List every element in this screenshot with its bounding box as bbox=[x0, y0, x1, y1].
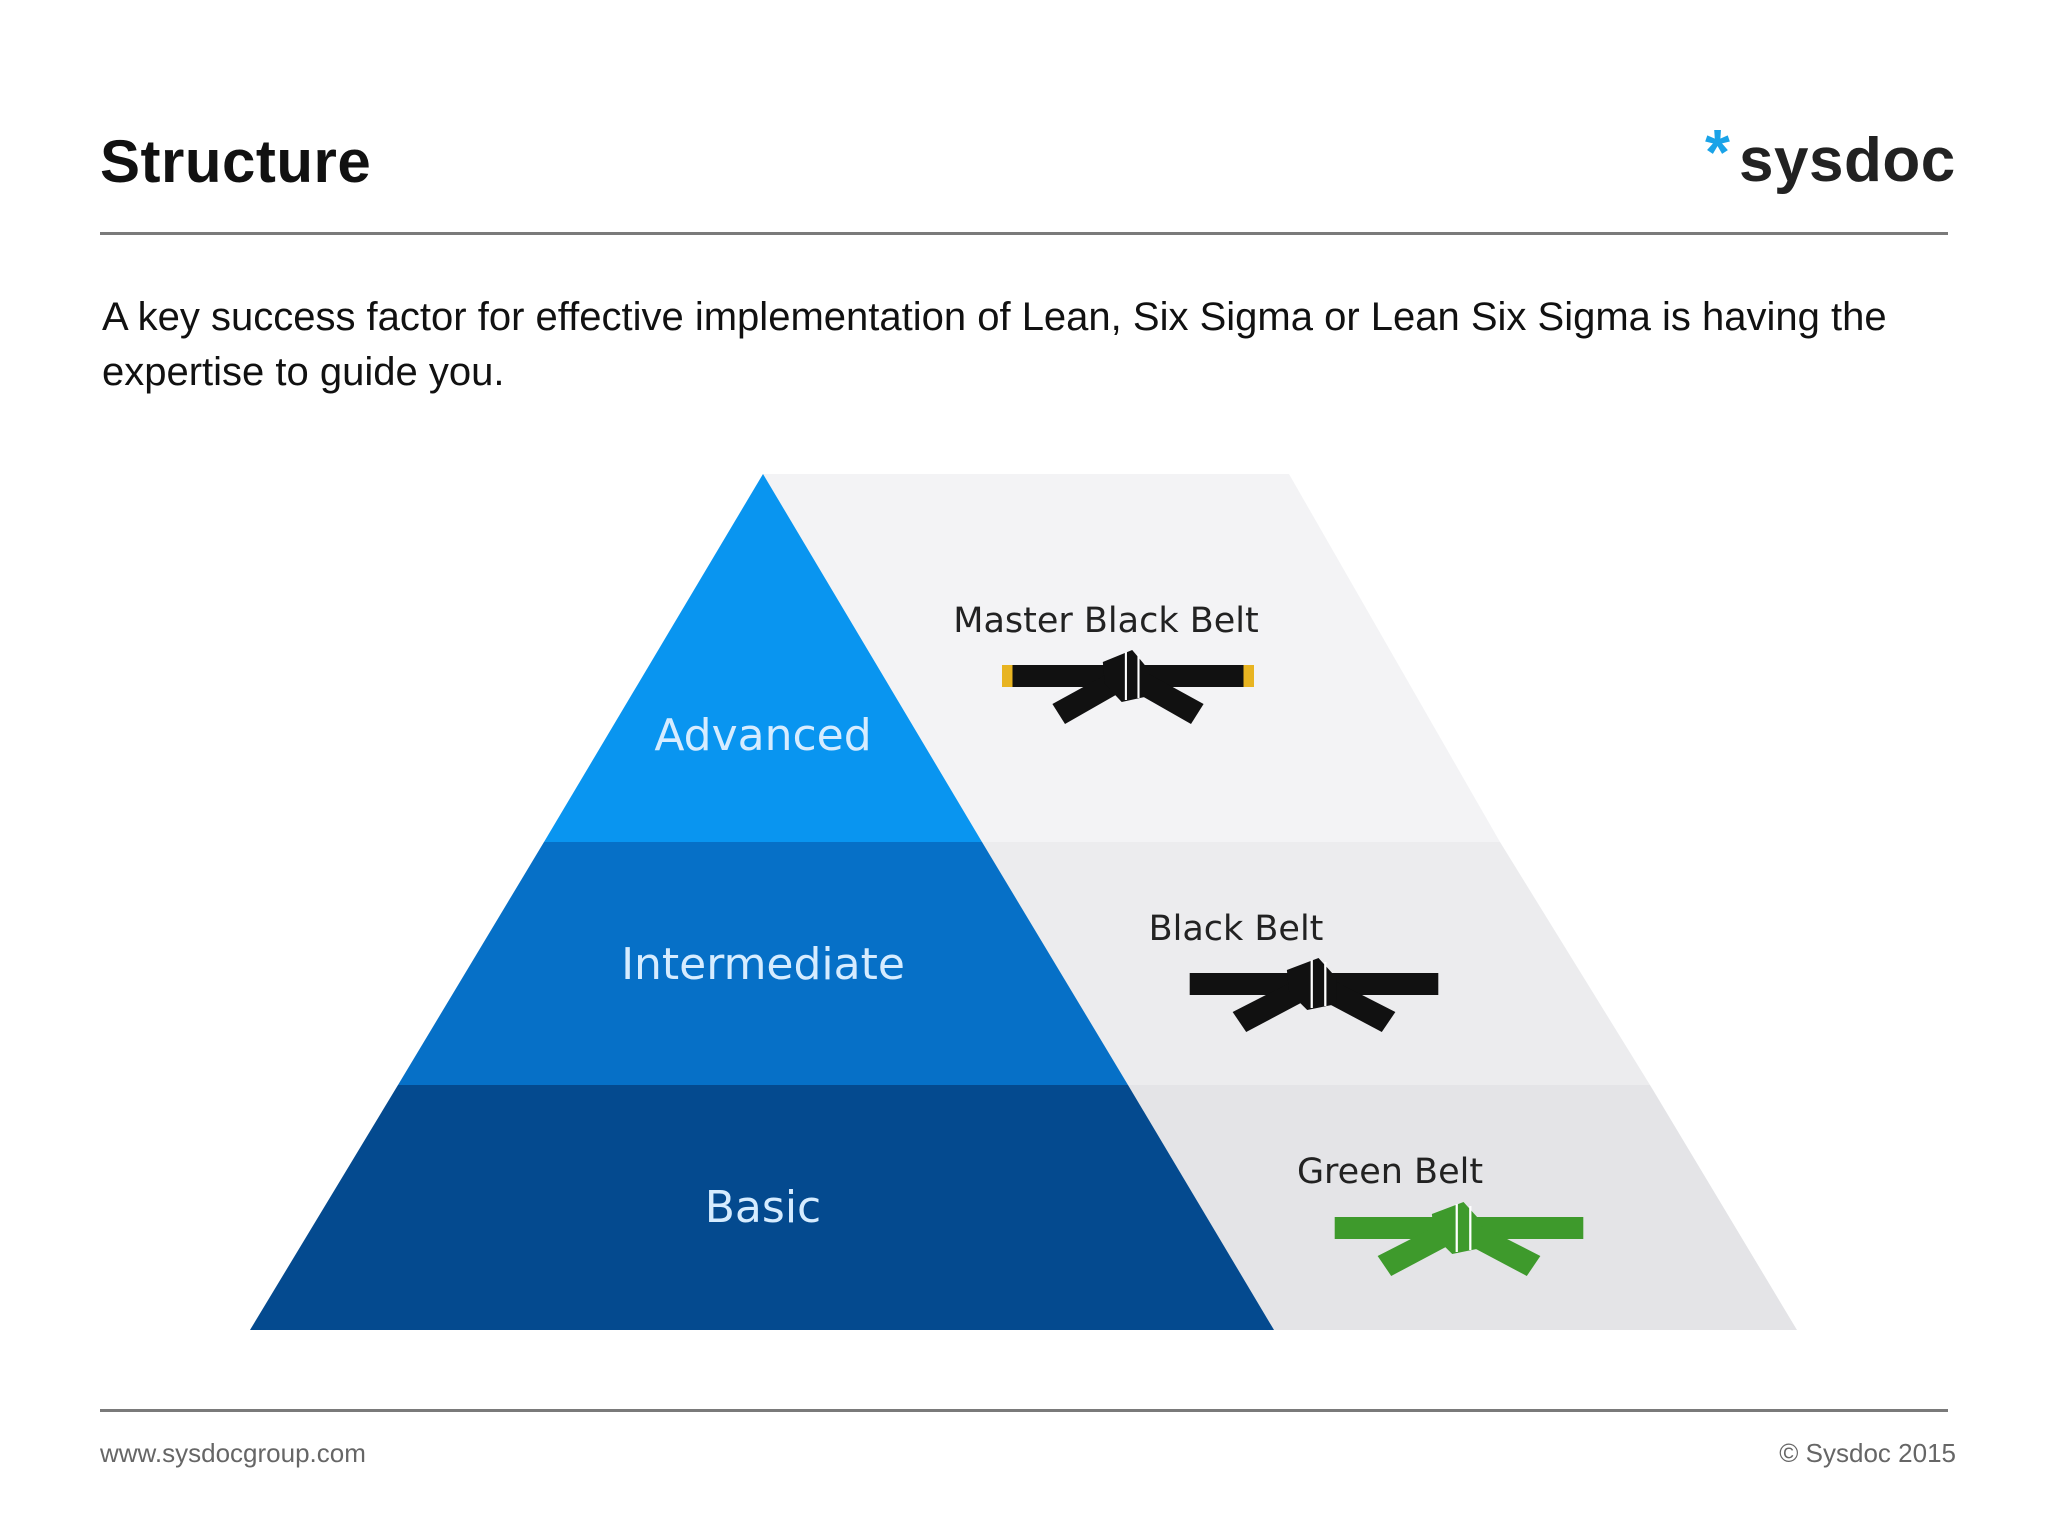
logo-wordmark: sysdoc bbox=[1739, 126, 1956, 195]
pyramid-level-intermediate bbox=[398, 842, 1128, 1085]
slide-title: Structure bbox=[100, 128, 372, 195]
footer-copyright: © Sysdoc 2015 bbox=[1779, 1438, 1956, 1468]
logo-asterisk-icon: * bbox=[1705, 116, 1730, 188]
pyramid-level-basic bbox=[250, 1085, 1274, 1330]
level-label-basic: Basic bbox=[705, 1182, 822, 1233]
master-black-belt-icon bbox=[1002, 648, 1254, 726]
pyramid-level-advanced bbox=[544, 474, 982, 842]
belt-label-green-belt: Green Belt bbox=[1297, 1152, 1483, 1192]
intro-text: A key success factor for effective imple… bbox=[102, 295, 1887, 394]
belt-label-black-belt: Black Belt bbox=[1149, 909, 1324, 949]
footer-website: www.sysdocgroup.com bbox=[100, 1438, 366, 1468]
level-label-intermediate: Intermediate bbox=[621, 939, 905, 990]
belt-label-master-black-belt: Master Black Belt bbox=[953, 601, 1258, 641]
sysdoc-logo: * sysdoc bbox=[1705, 120, 1965, 204]
footer-divider bbox=[100, 1409, 1948, 1412]
header-divider bbox=[100, 232, 1948, 235]
level-label-advanced: Advanced bbox=[654, 710, 871, 761]
